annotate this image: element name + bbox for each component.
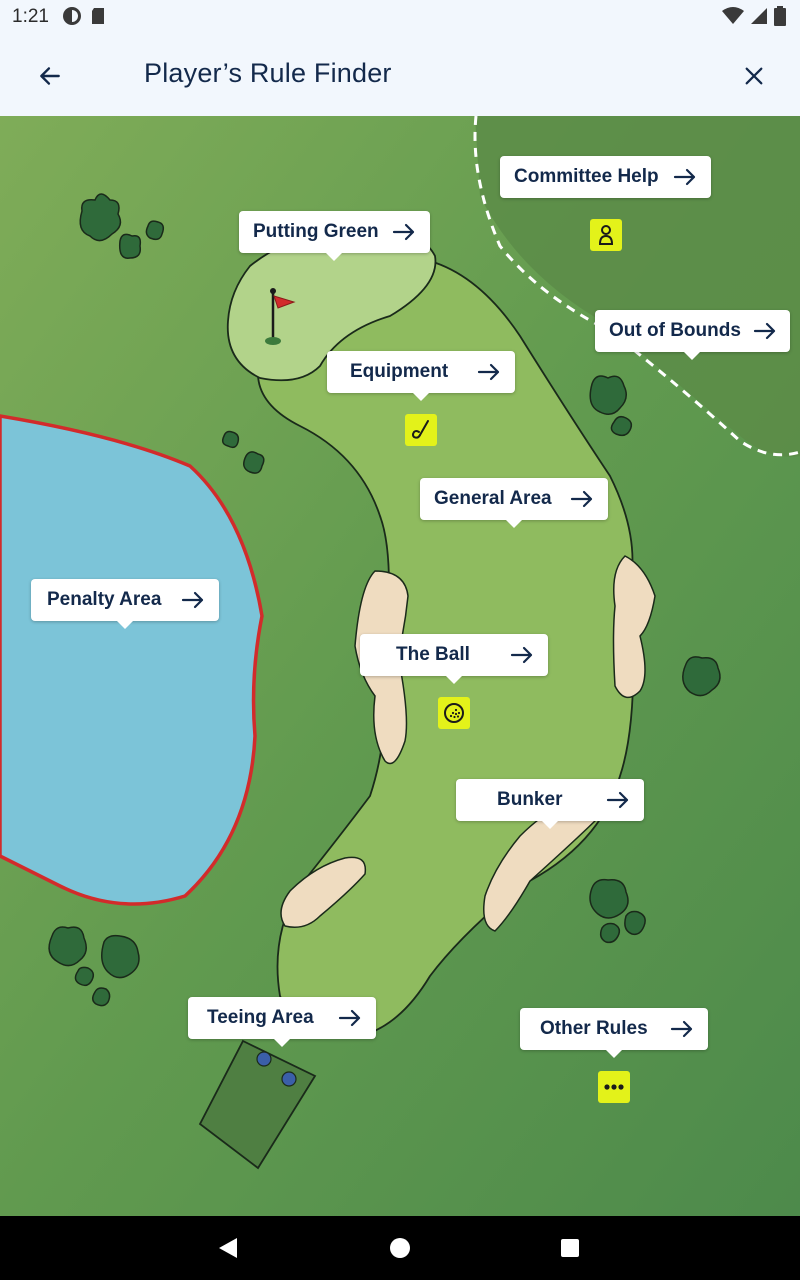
status-right-icons <box>722 6 786 26</box>
penalty-area-label: Penalty Area <box>47 589 162 610</box>
teeing-area-button[interactable]: Teeing Area <box>188 997 376 1047</box>
the-ball-label: The Ball <box>396 644 470 665</box>
back-button[interactable] <box>28 54 72 98</box>
system-nav-bar <box>0 1216 800 1280</box>
close-icon <box>745 67 763 85</box>
app-notification-icon <box>63 7 81 25</box>
status-time: 1:21 <box>12 6 49 27</box>
general-area-button[interactable]: General Area <box>420 478 608 528</box>
bunker-button[interactable]: Bunker <box>456 779 644 829</box>
arrow-right-icon <box>510 645 534 665</box>
arrow-right-icon <box>606 790 630 810</box>
arrow-left-icon <box>40 67 60 85</box>
square-recents-icon <box>561 1239 579 1257</box>
circle-home-icon <box>390 1238 410 1258</box>
arrow-right-icon <box>181 590 205 610</box>
putting-green-label: Putting Green <box>253 221 379 242</box>
sd-card-icon <box>92 8 104 24</box>
course-map: Committee Help Putting Green Out of Boun… <box>0 116 800 1216</box>
more-dots-icon <box>598 1071 630 1103</box>
status-bar: 1:21 <box>0 0 800 36</box>
arrow-right-icon <box>338 1008 362 1028</box>
other-rules-button[interactable]: Other Rules <box>520 1008 708 1058</box>
nav-recents-button[interactable] <box>554 1232 586 1264</box>
golf-club-icon <box>405 414 437 446</box>
arrow-right-icon <box>670 1019 694 1039</box>
arrow-right-icon <box>753 321 777 341</box>
putting-green-button[interactable]: Putting Green <box>239 211 430 261</box>
signal-icon <box>751 8 767 24</box>
bunker-label: Bunker <box>497 789 563 810</box>
out-of-bounds-label: Out of Bounds <box>609 320 741 341</box>
nav-home-button[interactable] <box>384 1232 416 1264</box>
equipment-button[interactable]: Equipment <box>327 351 515 401</box>
status-left-icons <box>62 6 106 26</box>
nav-back-button[interactable] <box>212 1232 244 1264</box>
committee-help-label: Committee Help <box>514 166 659 187</box>
other-rules-label: Other Rules <box>540 1018 648 1039</box>
teeing-area-label: Teeing Area <box>207 1007 314 1028</box>
golf-ball-icon <box>438 697 470 729</box>
out-of-bounds-button[interactable]: Out of Bounds <box>595 310 790 360</box>
penalty-area-button[interactable]: Penalty Area <box>31 579 219 629</box>
person-icon <box>590 219 622 251</box>
wifi-icon <box>722 7 744 24</box>
arrow-right-icon <box>477 362 501 382</box>
arrow-right-icon <box>570 489 594 509</box>
close-button[interactable] <box>732 54 776 98</box>
triangle-back-icon <box>219 1238 237 1258</box>
arrow-right-icon <box>392 222 416 242</box>
battery-icon <box>774 6 786 26</box>
general-area-label: General Area <box>434 488 552 509</box>
app-bar: Player’s Rule Finder <box>0 36 800 116</box>
arrow-right-icon <box>673 167 697 187</box>
page-title: Player’s Rule Finder <box>144 58 392 88</box>
the-ball-button[interactable]: The Ball <box>360 634 548 684</box>
committee-help-button[interactable]: Committee Help <box>500 156 711 198</box>
equipment-label: Equipment <box>350 361 449 382</box>
